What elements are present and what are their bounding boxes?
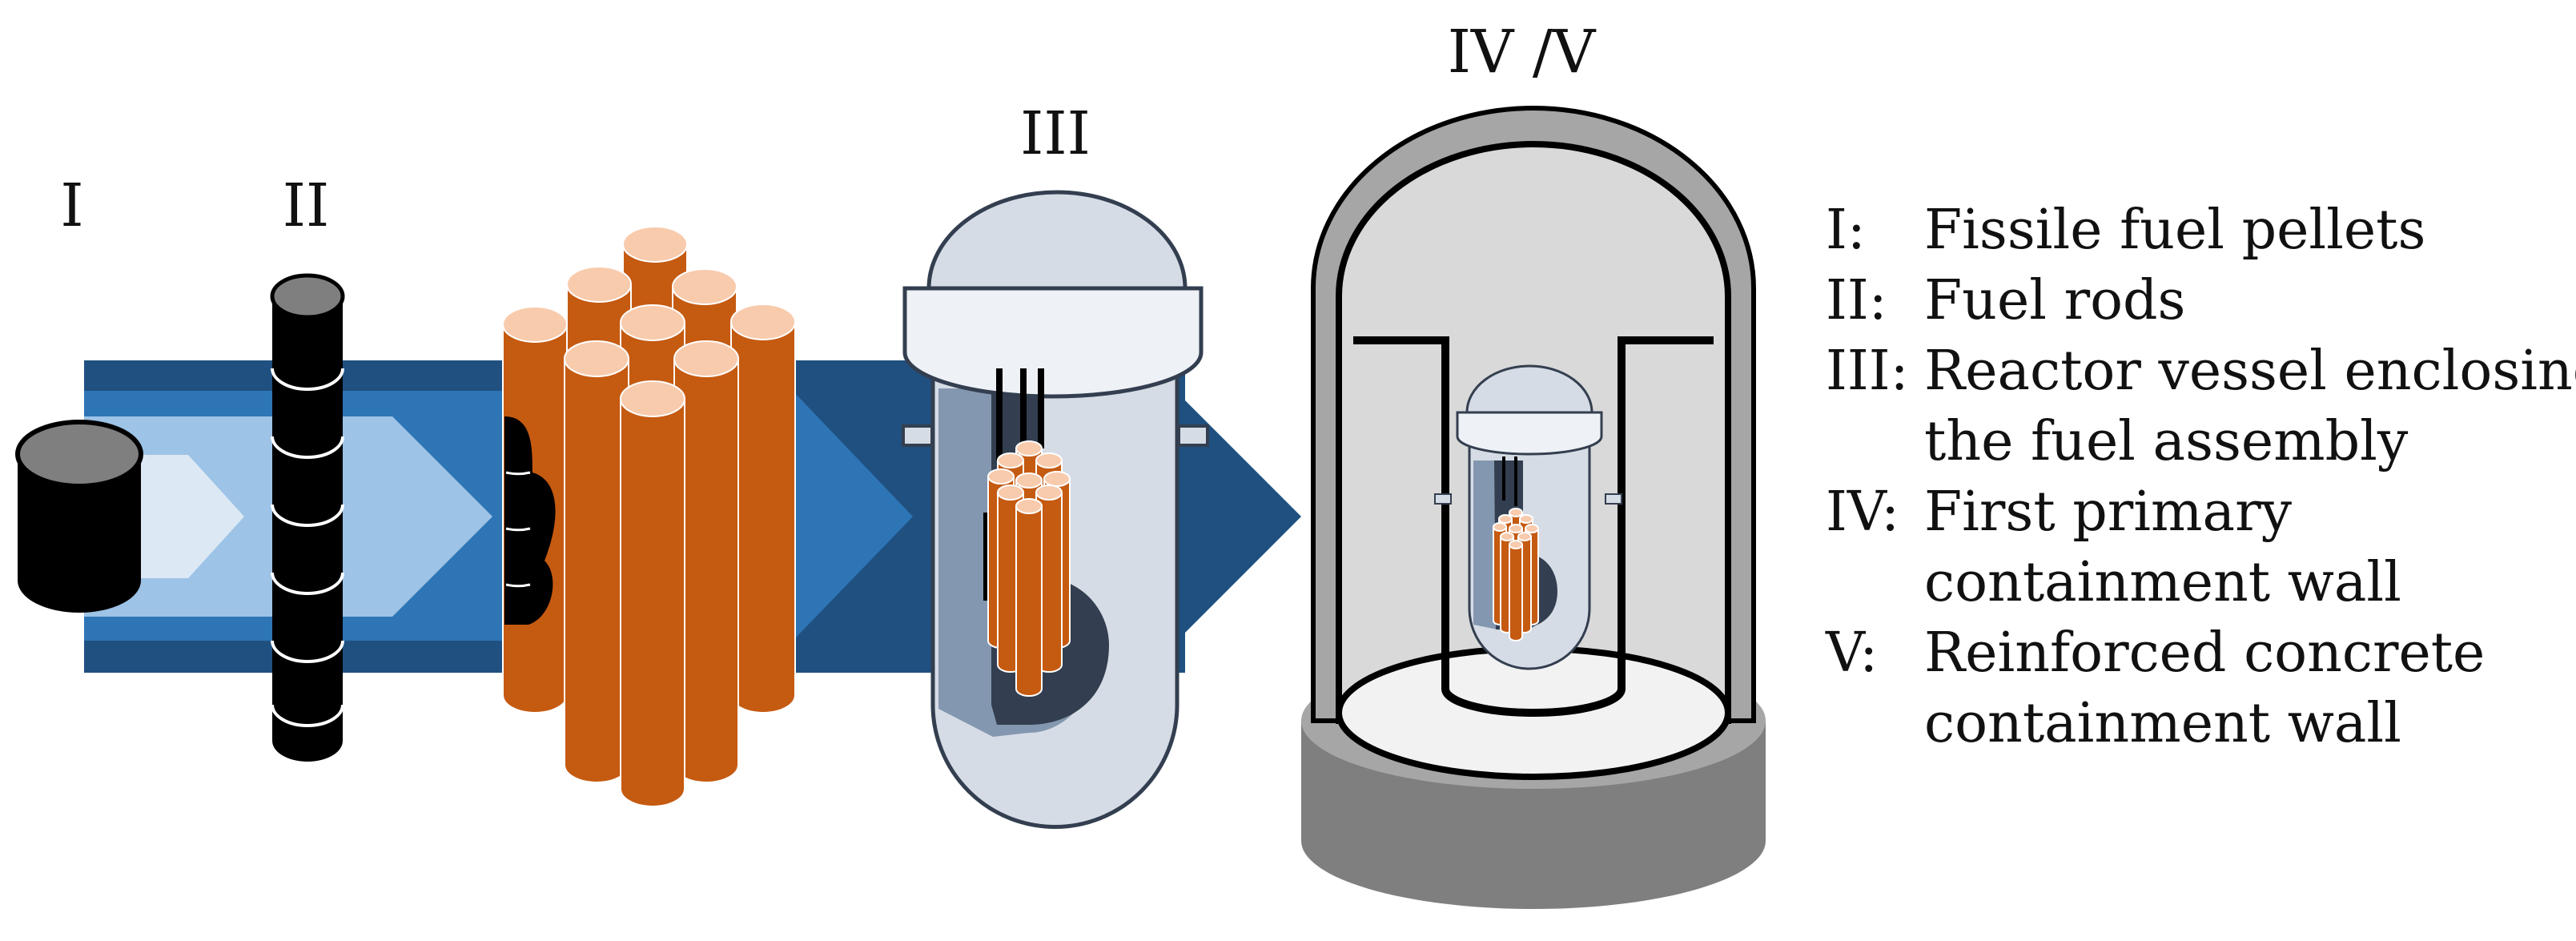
assembly-cutaway (504, 416, 556, 625)
reactor-pit (1353, 336, 1714, 717)
vessel-fuel-rod (1015, 498, 1043, 697)
vessel-fuel-assembly (987, 440, 1071, 697)
label-stage-I: I (60, 171, 83, 240)
legend-text-IV-line1: First primary (1924, 481, 2293, 544)
fuel-assembly-rod (730, 304, 796, 714)
legend-text-I: Fissile fuel pellets (1924, 199, 2425, 262)
fuel-pellet (15, 420, 143, 613)
fuel-assembly (502, 226, 796, 807)
containment-building (1301, 106, 1766, 909)
fuel-assembly-rod (564, 340, 629, 783)
legend-code-V: V: (1825, 621, 1878, 685)
mini-fuel-assembly (1493, 508, 1539, 641)
fuel-assembly-rod (673, 340, 739, 783)
legend-text-V-line2: containment wall (1924, 692, 2401, 755)
fuel-assembly-rod (620, 380, 685, 807)
vessel-flange (902, 286, 1204, 399)
label-stage-IV-V: IV /V (1448, 18, 1597, 86)
legend-code-IV: IV: (1826, 481, 1899, 544)
fuel-rod (270, 273, 345, 762)
legend-code-I: I: (1826, 199, 1866, 262)
vessel-dome (926, 190, 1188, 291)
legend-code-II: II: (1826, 269, 1887, 332)
legend: I: Fissile fuel pellets II: Fuel rods II… (1825, 199, 2576, 755)
legend-code-III: III: (1826, 340, 1909, 403)
legend-text-V-line1: Reinforced concrete (1924, 621, 2485, 685)
legend-text-III-line1: Reactor vessel enclosing (1924, 340, 2576, 403)
label-stage-III: III (1020, 99, 1091, 168)
legend-text-II: Fuel rods (1924, 269, 2185, 332)
legend-text-IV-line2: containment wall (1924, 551, 2401, 614)
mini-fuel-rod (1509, 540, 1523, 641)
legend-text-III-line2: the fuel assembly (1924, 410, 2409, 473)
label-stage-II: II (283, 171, 329, 240)
